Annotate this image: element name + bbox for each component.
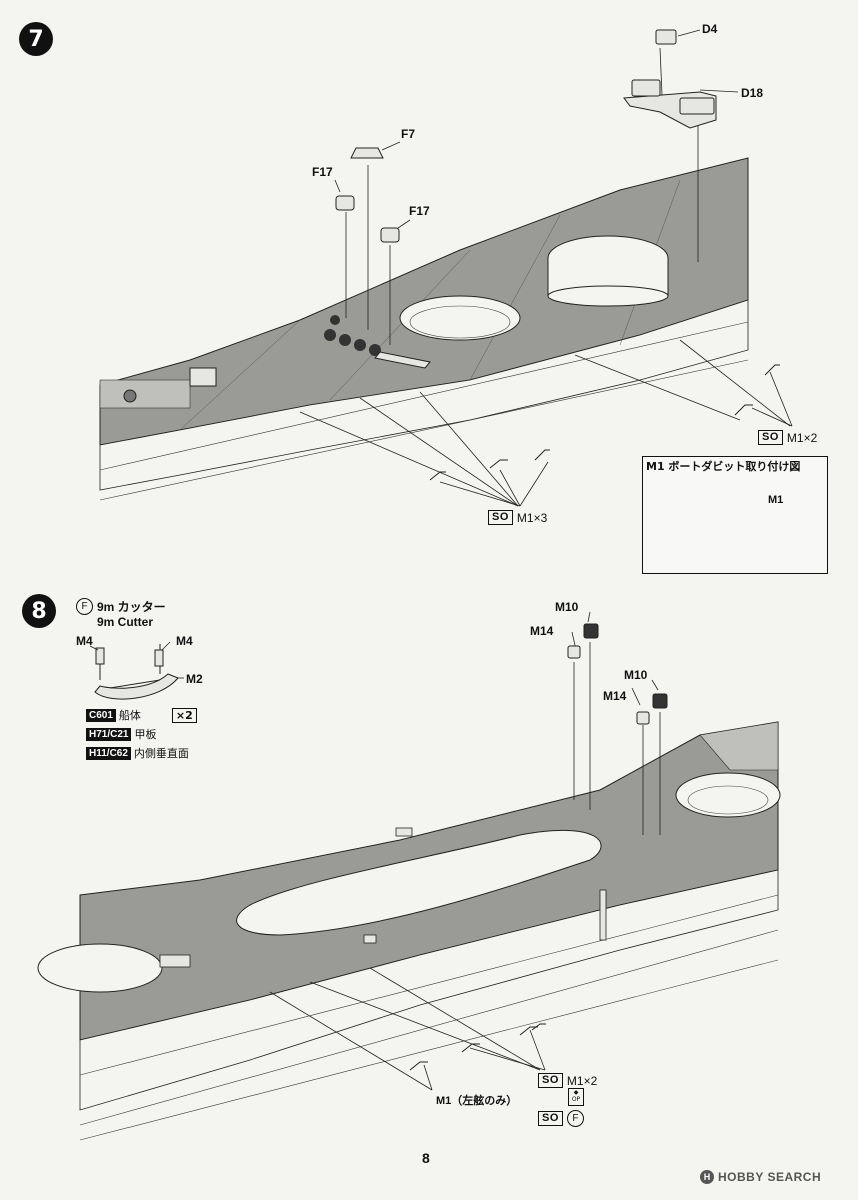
part-label-m10-left: M10 — [555, 600, 579, 614]
hobby-search-logo-icon: H — [700, 1170, 714, 1184]
so-text: M1×2 — [786, 430, 818, 445]
m1-port-only-note: M1（左舷のみ） — [436, 1095, 518, 1107]
so-text: M1×2 — [566, 1073, 598, 1088]
so-f-step8: SO F — [538, 1110, 584, 1127]
step8-parts — [567, 623, 668, 725]
quantity-x2: ×2 — [171, 707, 197, 723]
part-label-f7: F7 — [401, 127, 416, 141]
step7-leaders — [299, 29, 793, 507]
so-m1x2-step7: SO M1×2 — [758, 430, 817, 445]
color-text: 甲板 — [134, 728, 157, 741]
step8-deck — [37, 721, 781, 1141]
detail-title: M1 ボートダビット取り付け図 — [646, 460, 801, 473]
watermark: H HOBBY SEARCH — [700, 1170, 821, 1184]
cutter-title-en: 9m Cutter — [97, 615, 154, 629]
so-m1x3-step7: SO M1×3 — [488, 510, 547, 525]
so-text: M1×3 — [516, 510, 548, 525]
color-tag-row: H71/C21 甲板 — [86, 726, 197, 742]
color-text: 船体 — [118, 709, 141, 722]
color-tag-row: C601 船体 ×2 — [86, 707, 197, 723]
part-label-m4-right: M4 — [176, 634, 193, 648]
color-code: C601 — [86, 708, 116, 722]
cutter-title-ja: 9m カッター — [97, 600, 166, 614]
op-icon: ◆OP — [568, 1088, 584, 1106]
detail-part-m1: M1 — [768, 494, 784, 506]
so-badge: SO — [538, 1111, 563, 1126]
part-label-d4: D4 — [702, 22, 718, 36]
color-tags: C601 船体 ×2 H71/C21 甲板 H11/C62 内側垂直面 — [86, 707, 197, 761]
part-label-m10-right: M10 — [624, 668, 648, 682]
so-badge: SO — [758, 430, 783, 445]
part-label-d18: D18 — [741, 86, 764, 100]
so-badge: SO — [538, 1073, 563, 1088]
step-8-number: 8 — [22, 594, 56, 628]
cutter-heading: F 9m カッター 9m Cutter — [76, 598, 166, 629]
watermark-text: HOBBY SEARCH — [718, 1170, 822, 1184]
step7-deck — [99, 157, 780, 501]
page-number: 8 — [422, 1150, 430, 1166]
part-label-f17-right: F17 — [409, 204, 430, 218]
color-text: 内側垂直面 — [133, 747, 189, 760]
step-7-number: 7 — [19, 22, 53, 56]
part-label-m4-left: M4 — [76, 634, 93, 648]
part-tree-f-icon: F — [566, 1110, 584, 1127]
color-code: H71/C21 — [86, 727, 132, 741]
part-label-m14-right: M14 — [603, 689, 627, 703]
cutter-illustration — [89, 641, 184, 700]
part-label-m14-left: M14 — [530, 624, 554, 638]
part-label-m2: M2 — [186, 672, 203, 686]
color-code: H11/C62 — [86, 746, 131, 760]
so-badge: SO — [488, 510, 513, 525]
part-label-f17-left: F17 — [312, 165, 333, 179]
color-tag-row: H11/C62 内側垂直面 — [86, 745, 197, 761]
step8-leaders — [269, 611, 661, 1091]
part-tree-f-icon: F — [76, 598, 93, 615]
step7-parts — [335, 29, 717, 243]
m1-davit-detail-box — [642, 456, 828, 574]
so-m1x2-step8: SO M1×2 — [538, 1073, 597, 1088]
